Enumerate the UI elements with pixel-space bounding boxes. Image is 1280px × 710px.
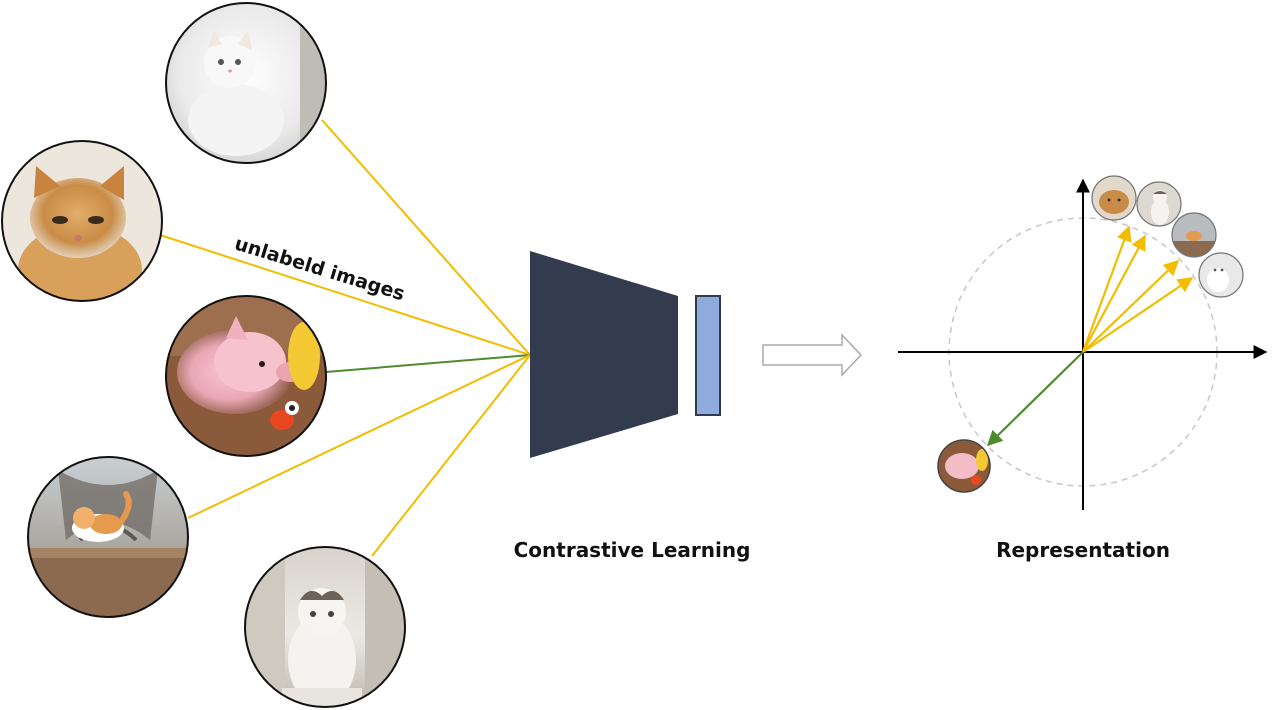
input-image-piglet	[165, 295, 327, 457]
connection-line-jumping-cat	[187, 354, 531, 519]
encoder-block	[530, 251, 678, 458]
input-image-white-cat	[165, 2, 327, 164]
input-image-orange-cat	[1, 140, 163, 302]
representation-label: Representation	[996, 538, 1170, 562]
embedding-thumb-piglet	[937, 439, 991, 493]
input-image-fold-cat	[244, 546, 406, 708]
connection-line-piglet	[325, 354, 531, 373]
embedding-vector-pig	[986, 351, 1084, 447]
connection-line-orange-cat	[159, 234, 531, 356]
embedding-vector-cat-1	[1081, 225, 1132, 353]
embedding-vector-cat-2	[1082, 234, 1146, 353]
embedding-thumb-jumping-cat	[1171, 212, 1217, 258]
input-connections	[159, 119, 531, 557]
input-image-jumping-cat	[27, 456, 189, 618]
projection-head	[695, 295, 721, 416]
embedding-thumb-orange-cat	[1091, 175, 1137, 221]
connection-line-white-cat	[321, 119, 531, 356]
unlabeled-images-label: unlabeld images	[232, 233, 407, 306]
transition-arrow	[762, 333, 863, 377]
embedding-vector-cat-3	[1082, 259, 1180, 353]
representation-space	[898, 175, 1268, 510]
embedding-thumb-fold-cat	[1136, 181, 1182, 227]
contrastive-learning-label: Contrastive Learning	[514, 538, 751, 562]
embedding-vector-cat-4	[1082, 277, 1194, 353]
connection-line-fold-cat	[371, 354, 531, 557]
embedding-thumb-white-cat	[1198, 252, 1244, 298]
